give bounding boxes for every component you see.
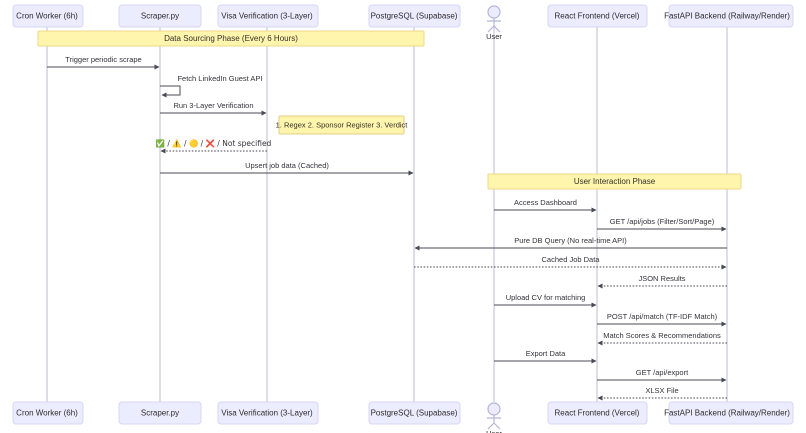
message-not-specified-label: ✅ / ⚠️ / 🟡 / ❌ / Not specified: [156, 139, 272, 148]
participant-label-visa: Visa Verification (3-Layer): [221, 409, 313, 418]
participant-label-visa: Visa Verification (3-Layer): [221, 12, 313, 21]
message-upload-cv-for-matching-label: Upload CV for matching: [506, 293, 586, 302]
message-run-3-layer-verification-label: Run 3-Layer Verification: [173, 101, 253, 110]
message-pure-db-query-no-real-time-api-label: Pure DB Query (No real-time API): [514, 236, 627, 245]
participant-label-postgres: PostgreSQL (Supabase): [371, 12, 458, 21]
participant-box-cron[interactable]: [12, 4, 84, 28]
message-access-dashboard-label: Access Dashboard: [514, 198, 577, 207]
participant-label-user: User: [486, 32, 502, 41]
participants-top-group: Cron Worker (6h) Scraper.py Visa Verificat…: [12, 4, 794, 41]
participant-box-visa[interactable]: [217, 4, 319, 28]
participant-box-react[interactable]: [547, 4, 648, 28]
actor-head-icon: [487, 402, 501, 416]
participant-label-postgres: PostgreSQL (Supabase): [371, 409, 458, 418]
message-export-data-label: Export Data: [526, 349, 566, 358]
phase-data-sourcing-label: Data Sourcing Phase (Every 6 Hours): [164, 34, 298, 43]
message-trigger-periodic-scrape-label: Trigger periodic scrape: [65, 55, 141, 64]
participant-box-postgres[interactable]: [368, 401, 461, 425]
actor-body-icon: [487, 18, 501, 33]
lifelines-group: [46, 27, 728, 402]
participant-label-fastapi: FastAPI Backend (Railway/Render): [664, 12, 790, 21]
participants-bottom-group: Cron Worker (6h) Scraper.py Visa Verificat…: [12, 401, 794, 433]
message-json-results-label: JSON Results: [638, 274, 685, 283]
participant-label-react: React Frontend (Vercel): [555, 409, 640, 418]
phase-data-sourcing-bar: [37, 30, 425, 47]
actor-body-icon: [487, 415, 501, 430]
message-cached-job-data-label: Cached Job Data: [542, 255, 601, 264]
participant-box-fastapi[interactable]: [668, 4, 794, 28]
actor-head-icon: [487, 5, 501, 19]
participant-box-cron[interactable]: [12, 401, 84, 425]
participant-box-fastapi[interactable]: [668, 401, 794, 425]
phase-user-interaction-label: User Interaction Phase: [574, 177, 656, 186]
message-match-scores-recommendations-label: Match Scores & Recommendations: [603, 331, 721, 340]
message-fetch-linkedin-guest-api-label: Fetch LinkedIn Guest API: [177, 74, 262, 83]
participant-label-user: User: [486, 429, 502, 433]
message-post-api-match-tf-idf-match-label: POST /api/match (TF-IDF Match): [607, 312, 718, 321]
note-visa-layers-label: 1. Regex 2. Sponsor Register 3. Verdict: [276, 120, 409, 129]
participant-label-scraper: Scraper.py: [141, 12, 179, 21]
participant-label-scraper: Scraper.py: [141, 409, 179, 418]
notes-group: 1. Regex 2. Sponsor Register 3. Verdict: [276, 115, 409, 135]
participant-label-cron: Cron Worker (6h): [16, 409, 78, 418]
participant-box-postgres[interactable]: [368, 4, 461, 28]
participant-box-react[interactable]: [547, 401, 648, 425]
message-get-api-jobs-filter-sort-page-label: GET /api/jobs (Filter/Sort/Page): [610, 217, 715, 226]
message-xlsx-file-label: XLSX File: [645, 386, 678, 395]
message-fetch-linkedin-guest-api-line: [160, 85, 181, 98]
message-get-api-export-label: GET /api/export: [636, 368, 689, 377]
participant-box-scraper[interactable]: [118, 401, 202, 425]
participant-box-visa[interactable]: [217, 401, 319, 425]
phase-bars-group: Data Sourcing Phase (Every 6 Hours) User …: [37, 30, 742, 190]
participant-label-fastapi: FastAPI Backend (Railway/Render): [664, 409, 790, 418]
message-upsert-job-data-cached-label: Upsert job data (Cached): [245, 161, 329, 170]
participant-label-cron: Cron Worker (6h): [16, 12, 78, 21]
participant-box-scraper[interactable]: [118, 4, 202, 28]
note-visa-layers-box: [278, 115, 405, 135]
phase-user-interaction-bar: [487, 173, 742, 190]
participant-label-react: React Frontend (Vercel): [555, 12, 640, 21]
